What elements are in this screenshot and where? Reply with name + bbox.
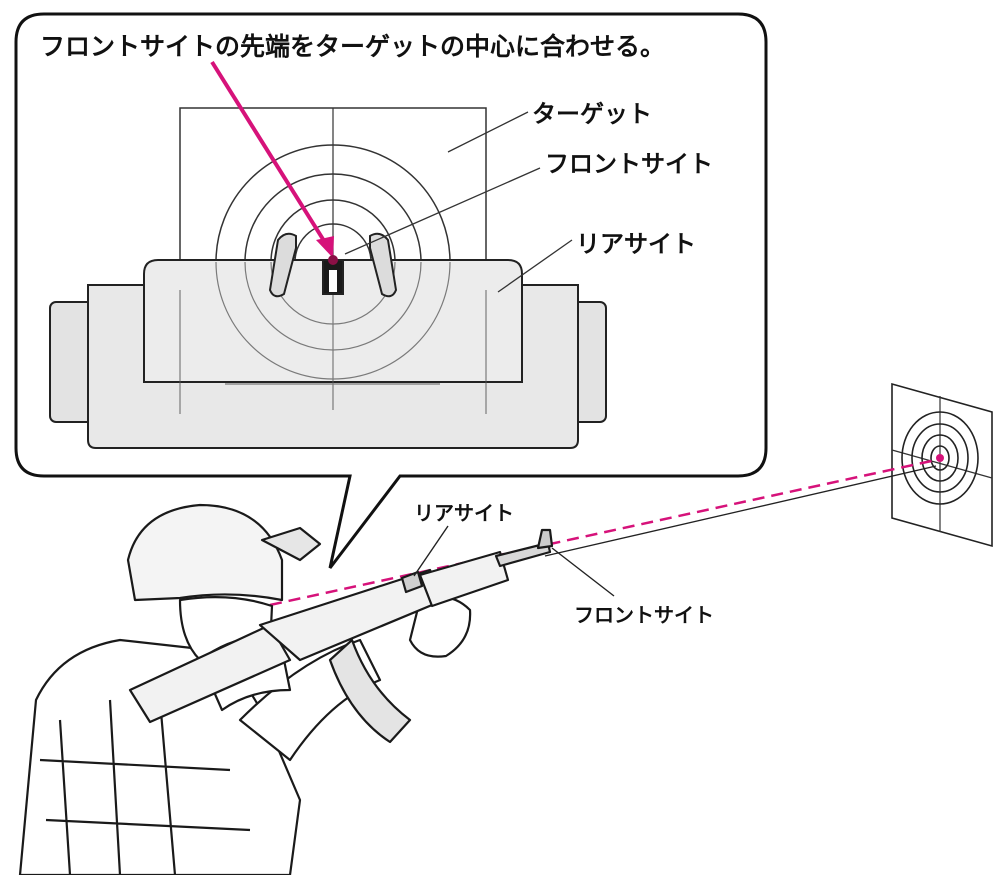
helmet-mount — [260, 526, 322, 562]
soldier-figure — [18, 503, 472, 875]
soldier-helmet — [126, 503, 284, 602]
label-rear-sight-callout: リアサイト — [576, 230, 696, 258]
label-front-sight-callout: フロントサイト — [545, 150, 713, 178]
rifle — [128, 528, 554, 744]
label-rear-sight-scene: リアサイト — [414, 501, 514, 525]
front-sight-right-ear — [369, 232, 398, 298]
front-sight-left-ear — [268, 232, 297, 298]
leader-front-sight-scene — [551, 547, 615, 597]
callout-leaders — [344, 111, 573, 293]
distant-target — [891, 382, 993, 548]
bore-line — [544, 465, 937, 557]
soldier-vest-lines — [39, 699, 251, 875]
aim-point — [328, 255, 338, 265]
rifle-barrel — [494, 541, 552, 568]
label-target: ターゲット — [532, 100, 652, 128]
rifle-magazine — [328, 638, 412, 744]
rifle-handguard — [418, 550, 510, 608]
leader-rear-sight-scene — [413, 525, 449, 577]
instruction-arrow — [210, 60, 328, 246]
rifle-stock — [128, 623, 292, 724]
label-front-sight-scene: フロントサイト — [574, 603, 714, 627]
rifle-rear-sight-block — [400, 570, 424, 594]
instruction-arrow-head — [316, 236, 334, 258]
instruction-text: フロントサイトの先端をターゲットの中心に合わせる。 — [40, 32, 665, 61]
rifle-front-sight-post — [536, 528, 554, 550]
front-sight-post-gap — [329, 270, 337, 292]
